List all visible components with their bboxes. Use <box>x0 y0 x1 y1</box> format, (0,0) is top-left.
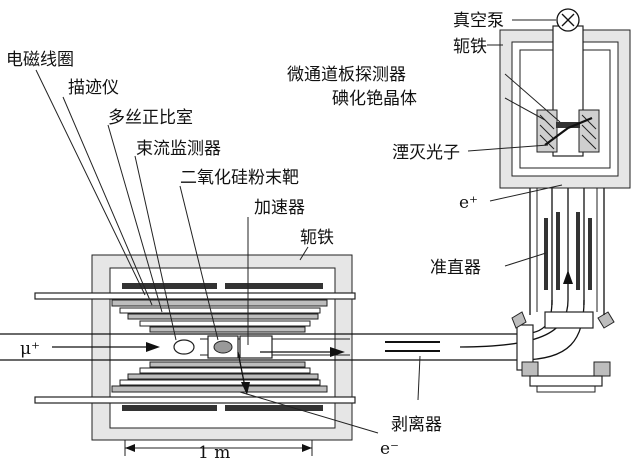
csi-crystals <box>536 109 600 153</box>
top-yoke-housing <box>499 25 631 189</box>
muon-beam-arrow <box>52 342 160 352</box>
label-stripper: 剥离器 <box>391 415 442 435</box>
sio2-target-disk <box>213 340 233 354</box>
leader-lines <box>35 19 563 401</box>
upper-coil-layers <box>34 283 356 333</box>
label-mcp-detector: 微通道板探测器 <box>287 65 406 85</box>
label-mwpc: 多丝正比室 <box>108 108 193 128</box>
lower-coil-layers <box>34 361 356 411</box>
label-beam-monitor: 束流监测器 <box>136 139 221 159</box>
photon-rays <box>544 116 593 146</box>
label-accelerator: 加速器 <box>254 198 305 218</box>
mcp-plate <box>556 122 580 128</box>
label-muon: μ⁺ <box>20 339 40 359</box>
label-annihilation-photon: 湮灭光子 <box>392 143 460 163</box>
label-sio2-target: 二氧化硅粉末靶 <box>180 168 299 188</box>
label-vacuum-pump: 真空泵 <box>453 11 504 31</box>
label-yoke-top: 轭铁 <box>453 37 487 57</box>
bend-elbow <box>459 299 615 393</box>
vacuum-pump-symbol <box>556 8 580 32</box>
label-csi-crystal: 碘化铯晶体 <box>332 89 417 109</box>
label-yoke-left: 轭铁 <box>300 228 334 248</box>
scale-bar <box>124 440 313 456</box>
collimator-plates <box>544 212 592 290</box>
label-em-coil: 电磁线圈 <box>6 50 74 70</box>
label-tracker: 描迹仪 <box>68 78 119 98</box>
label-collimator: 准直器 <box>430 258 481 278</box>
beam-monitor-disk <box>173 339 195 355</box>
electron-trajectory <box>237 351 379 434</box>
label-scale: 1 m <box>198 443 230 463</box>
label-electron: e⁻ <box>380 439 399 459</box>
label-positron: e⁺ <box>459 193 478 213</box>
